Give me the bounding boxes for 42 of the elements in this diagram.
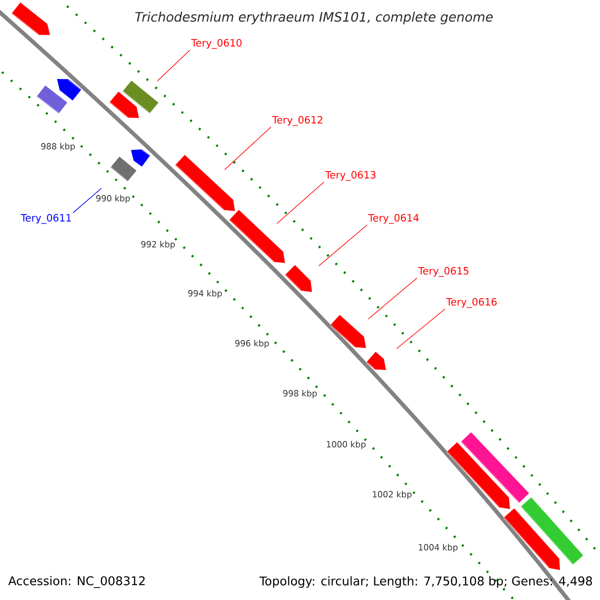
scale-label: 998 kbp: [283, 390, 317, 398]
gene-block: [503, 508, 560, 570]
gene-block: [520, 497, 584, 566]
gene-label: Tery_0615: [418, 267, 468, 277]
scale-label: 1000 kbp: [326, 440, 366, 450]
gene-block: [11, 2, 50, 36]
scale-label: 996 kbp: [235, 340, 269, 348]
gene-block: [174, 154, 235, 211]
gene-block: [110, 156, 136, 182]
gene-label: Tery_0613: [325, 171, 376, 181]
scale-label: 988 kbp: [41, 142, 75, 152]
gene-block: [460, 432, 530, 504]
gene-block: [330, 314, 366, 348]
leader-line: [318, 224, 368, 266]
gene-label: Tery_0616: [446, 298, 497, 308]
gene-label: Tery_0612: [272, 116, 322, 126]
genome-info-text: Topology: circular; Length: 7,750,108 bp; Genes: 4,498: [259, 576, 592, 588]
scale-label: 990 kbp: [96, 194, 130, 204]
gene-block: [131, 148, 151, 167]
gene-block: [36, 85, 68, 114]
leader-line: [396, 308, 446, 350]
gene-label: Tery_0610: [191, 39, 242, 49]
gene-block: [284, 265, 312, 292]
gene-block: [446, 442, 510, 509]
gene-block: [366, 352, 386, 370]
scale-label: 994 kbp: [188, 290, 222, 298]
leader-line: [157, 50, 190, 82]
gene-block: [122, 80, 158, 114]
leader-line: [368, 278, 418, 320]
leader-line: [276, 182, 324, 224]
leader-line: [224, 126, 272, 170]
gene-block: [228, 210, 285, 263]
gene-label: Tery_0614: [368, 214, 419, 224]
title: Trichodesmium erythraeum IMS101, complete genome: [135, 12, 493, 24]
scale-label: 1002 kbp: [372, 490, 412, 500]
gene-block: [57, 78, 82, 100]
scale-label: 992 kbp: [141, 240, 175, 250]
gene-block: [108, 92, 139, 118]
gene-label: Tery_0611: [20, 214, 71, 224]
scale-label: 1004 kbp: [418, 544, 458, 552]
accession-text: Accession: NC_008312: [8, 576, 145, 588]
leader-line: [72, 188, 102, 214]
